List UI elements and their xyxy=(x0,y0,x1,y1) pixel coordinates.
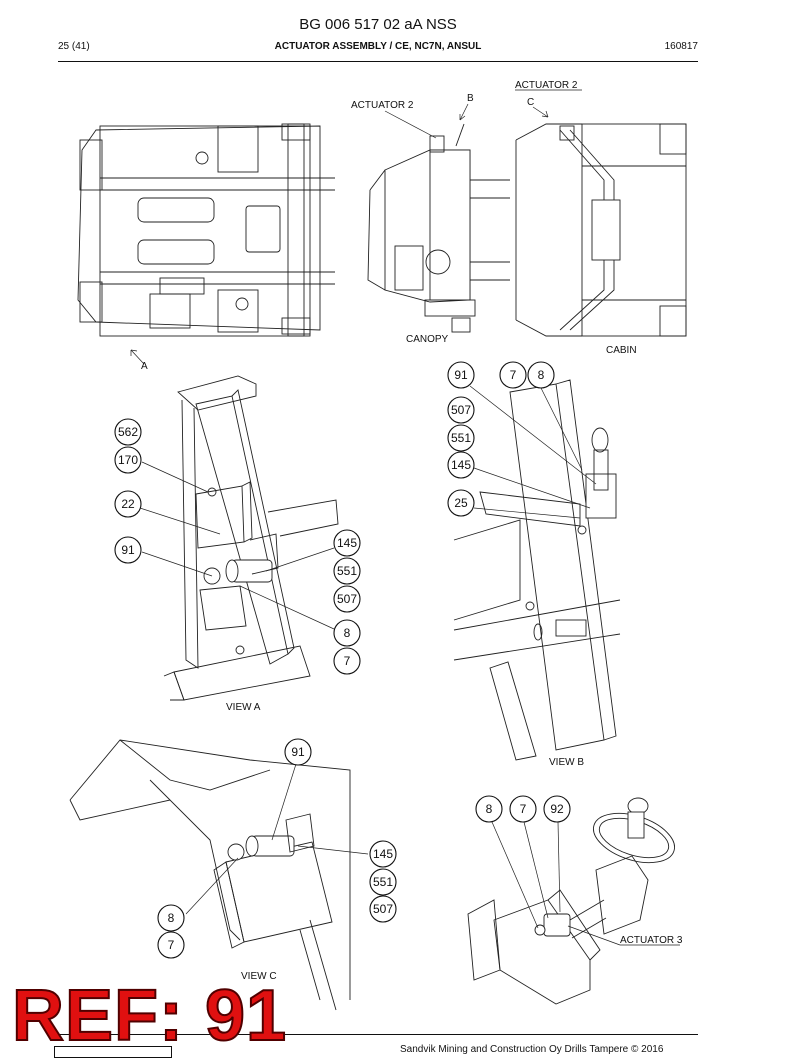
callout: 8 xyxy=(475,795,503,823)
callout: 551 xyxy=(333,557,361,585)
callout: 145 xyxy=(333,529,361,557)
svg-text:145: 145 xyxy=(451,458,471,472)
svg-text:8: 8 xyxy=(344,626,351,640)
svg-text:551: 551 xyxy=(337,564,357,578)
callout: 145 xyxy=(447,451,475,479)
callout: 507 xyxy=(447,396,475,424)
label-view-b: VIEW B xyxy=(549,757,584,768)
callout: 562 xyxy=(114,418,142,446)
callout: 91 xyxy=(447,361,475,389)
callout: 551 xyxy=(447,424,475,452)
doc-number: 160817 xyxy=(664,41,698,52)
svg-text:562: 562 xyxy=(118,425,138,439)
svg-text:170: 170 xyxy=(118,453,138,467)
canopy-view xyxy=(367,123,510,333)
callout: 7 xyxy=(499,361,527,389)
label-view-c: VIEW C xyxy=(241,971,277,982)
top-view-machine xyxy=(77,123,335,337)
document-title: BG 006 517 02 aA NSS xyxy=(299,16,457,33)
svg-text:7: 7 xyxy=(520,802,527,816)
cabin-view xyxy=(515,123,687,337)
view-c-drawing xyxy=(69,739,351,1011)
svg-text:91: 91 xyxy=(121,543,135,557)
callout: 92 xyxy=(543,795,571,823)
callout: 8 xyxy=(527,361,555,389)
svg-text:507: 507 xyxy=(373,902,393,916)
label-actuator2-c: ACTUATOR 2 xyxy=(515,80,578,91)
callout: 551 xyxy=(369,868,397,896)
svg-text:145: 145 xyxy=(337,536,357,550)
callout: 7 xyxy=(509,795,537,823)
ref-badge: REF: 91 xyxy=(11,976,288,1056)
svg-text:7: 7 xyxy=(510,368,517,382)
callout: 22 xyxy=(114,490,142,518)
callout: 25 xyxy=(447,489,475,517)
label-a: A xyxy=(141,361,148,372)
svg-text:8: 8 xyxy=(486,802,493,816)
svg-text:7: 7 xyxy=(344,654,351,668)
footer-rule xyxy=(58,1034,698,1035)
callout: 507 xyxy=(333,585,361,613)
label-actuator2-b: ACTUATOR 2 xyxy=(351,100,414,111)
svg-text:145: 145 xyxy=(373,847,393,861)
svg-text:8: 8 xyxy=(538,368,545,382)
svg-text:551: 551 xyxy=(373,875,393,889)
view-a-drawing xyxy=(163,375,339,701)
callout: 170 xyxy=(114,446,142,474)
svg-text:8: 8 xyxy=(168,911,175,925)
page-number: 25 (41) xyxy=(58,41,90,52)
label-canopy: CANOPY xyxy=(406,334,449,345)
svg-text:91: 91 xyxy=(291,745,305,759)
svg-text:507: 507 xyxy=(337,592,357,606)
svg-text:91: 91 xyxy=(454,368,468,382)
view-b-drawing xyxy=(453,379,621,761)
section-title: ACTUATOR ASSEMBLY / CE, NC7N, ANSUL xyxy=(274,41,482,52)
callout: 91 xyxy=(284,738,312,766)
label-b: B xyxy=(467,93,474,104)
label-view-a: VIEW A xyxy=(226,702,261,713)
callout: 507 xyxy=(369,895,397,923)
header-rule xyxy=(58,61,698,62)
footer-text: Sandvik Mining and Construction Oy Drill… xyxy=(400,1044,664,1055)
svg-text:92: 92 xyxy=(550,802,564,816)
label-c: C xyxy=(527,97,534,108)
callout: 8 xyxy=(333,619,361,647)
svg-text:22: 22 xyxy=(121,497,135,511)
view-d-drawing xyxy=(467,797,675,1005)
callout: 7 xyxy=(157,931,185,959)
callout: 8 xyxy=(157,904,185,932)
svg-text:7: 7 xyxy=(168,938,175,952)
svg-text:551: 551 xyxy=(451,431,471,445)
callout: 145 xyxy=(369,840,397,868)
label-cabin: CABIN xyxy=(606,345,637,356)
label-actuator3: ACTUATOR 3 xyxy=(620,935,683,946)
svg-text:25: 25 xyxy=(454,496,468,510)
callout: 91 xyxy=(114,536,142,564)
svg-text:507: 507 xyxy=(451,403,471,417)
callout: 7 xyxy=(333,647,361,675)
